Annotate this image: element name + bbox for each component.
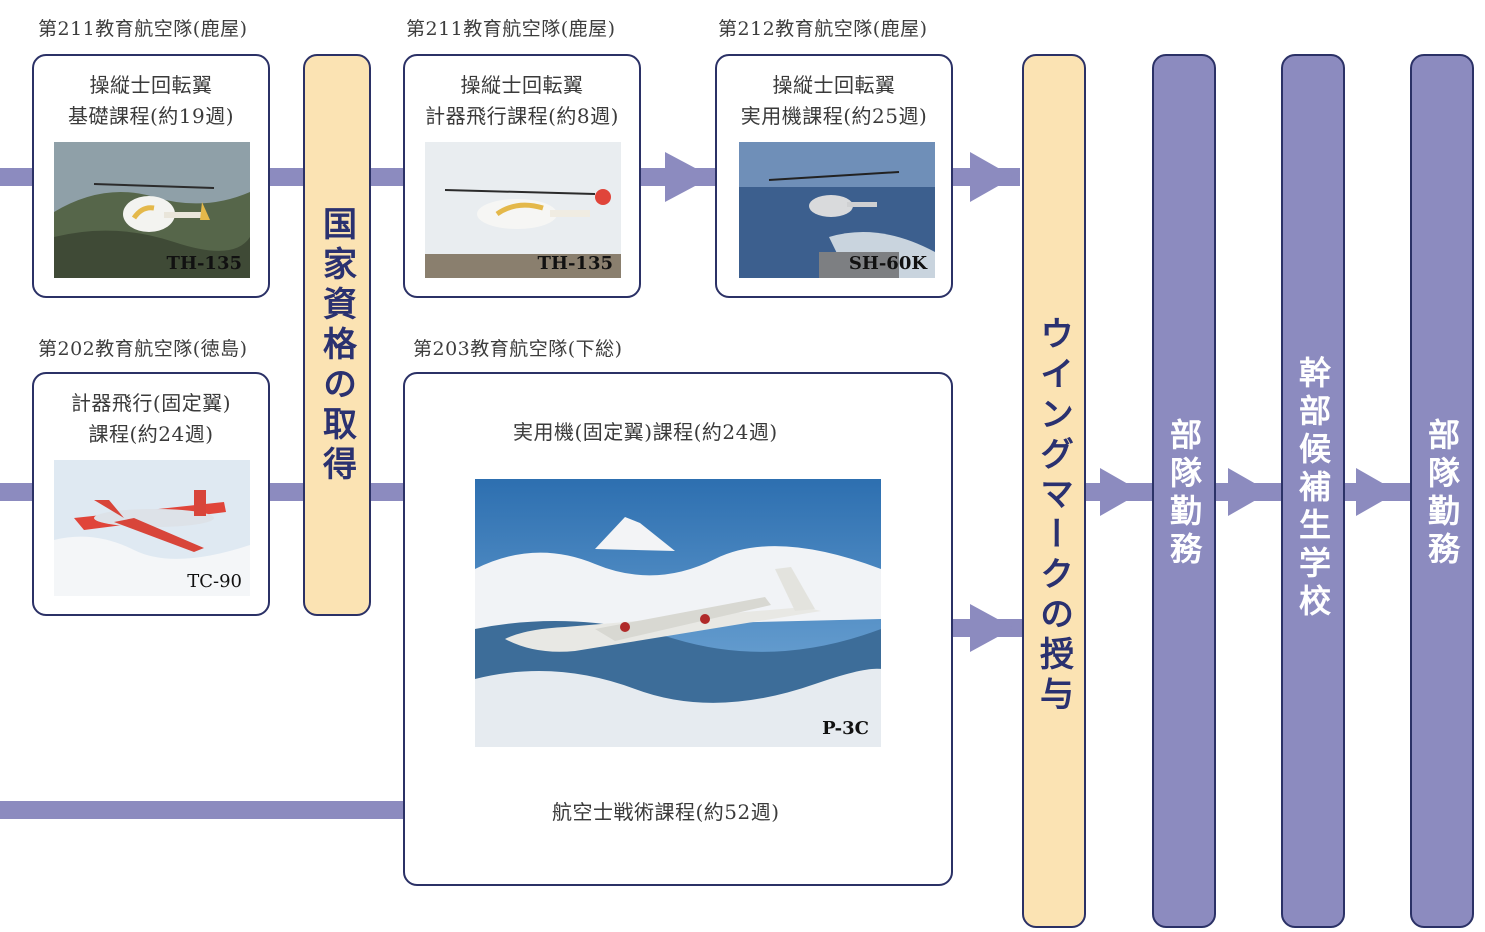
milestone-officer-school-text: 幹部候補生学校	[1294, 356, 1332, 622]
arrow-to-wing-bottom	[970, 604, 1014, 652]
arrow-to-school	[1228, 468, 1270, 516]
course-box-rotary-practical: 操縦士回転翼 実用機課程(約25週) SH-60K	[715, 54, 953, 298]
photo-tc90: TC-90	[54, 460, 250, 596]
milestone-officer-school: 幹部候補生学校	[1281, 54, 1345, 928]
aircraft-label-sh60k: SH-60K	[848, 253, 927, 274]
photo-th135-instrument: TH-135	[425, 142, 621, 278]
course-title-rotary-instrument: 操縦士回転翼 計器飛行課程(約8週)	[405, 70, 639, 132]
course-title-line-2: 実用機課程(約25週)	[740, 104, 928, 128]
course-title-line-1: 操縦士回転翼	[89, 73, 213, 97]
photo-p3c: P-3C	[475, 479, 881, 747]
aircraft-label-p3c: P-3C	[822, 718, 869, 739]
course-title-line-1: 計器飛行(固定翼)	[70, 391, 232, 415]
course-title-line-2: 課程(約24週)	[88, 422, 214, 446]
milestone-wing-mark: ウイングマークの授与	[1022, 54, 1086, 928]
aircraft-label-tc90: TC-90	[187, 571, 242, 592]
aircraft-label-th135-basic: TH-135	[166, 253, 242, 274]
course-title-rotary-practical: 操縦士回転翼 実用機課程(約25週)	[717, 70, 951, 132]
course-title-line-1: 操縦士回転翼	[772, 73, 896, 97]
flow-line-bottom	[0, 801, 495, 819]
arrow-to-duty-2	[1356, 468, 1398, 516]
photo-sh60k: SH-60K	[739, 142, 935, 278]
course-title-line-2: 計器飛行課程(約8週)	[425, 104, 619, 128]
unit-label-211-a: 第211教育航空隊(鹿屋)	[38, 18, 248, 40]
unit-label-202: 第202教育航空隊(徳島)	[38, 338, 248, 360]
milestone-unit-duty-2: 部隊勤務	[1410, 54, 1474, 928]
course-box-rotary-instrument: 操縦士回転翼 計器飛行課程(約8週) TH-135	[403, 54, 641, 298]
course-box-fixed-instrument: 計器飛行(固定翼) 課程(約24週) TC-90	[32, 372, 270, 616]
arrow-to-wing-top	[970, 152, 1014, 202]
milestone-wing-mark-text: ウイングマークの授与	[1033, 316, 1074, 716]
unit-label-212: 第212教育航空隊(鹿屋)	[718, 18, 928, 40]
course-box-rotary-basic: 操縦士回転翼 基礎課程(約19週) TH-135	[32, 54, 270, 298]
milestone-license-text: 国家資格の取得	[316, 206, 357, 486]
photo-th135-basic: TH-135	[54, 142, 250, 278]
arrow-to-rotary-practical	[665, 152, 712, 202]
course-title-fixed-instrument: 計器飛行(固定翼) 課程(約24週)	[34, 388, 268, 450]
course-title-aircrew-tactics: 航空士戦術課程(約52週)	[552, 800, 780, 824]
unit-label-211-b: 第211教育航空隊(鹿屋)	[406, 18, 616, 40]
milestone-unit-duty-1-text: 部隊勤務	[1165, 418, 1203, 570]
milestone-unit-duty-2-text: 部隊勤務	[1423, 418, 1461, 570]
arrow-to-duty-1	[1100, 468, 1142, 516]
unit-label-203: 第203教育航空隊(下総)	[413, 338, 623, 360]
milestone-unit-duty-1: 部隊勤務	[1152, 54, 1216, 928]
course-title-line-2: 基礎課程(約19週)	[67, 104, 235, 128]
course-title-rotary-basic: 操縦士回転翼 基礎課程(約19週)	[34, 70, 268, 132]
milestone-license: 国家資格の取得	[303, 54, 371, 616]
course-title-fixed-practical: 実用機(固定翼)課程(約24週)	[513, 420, 778, 444]
course-title-line-1: 操縦士回転翼	[460, 73, 584, 97]
aircraft-label-th135-instrument: TH-135	[537, 253, 613, 274]
